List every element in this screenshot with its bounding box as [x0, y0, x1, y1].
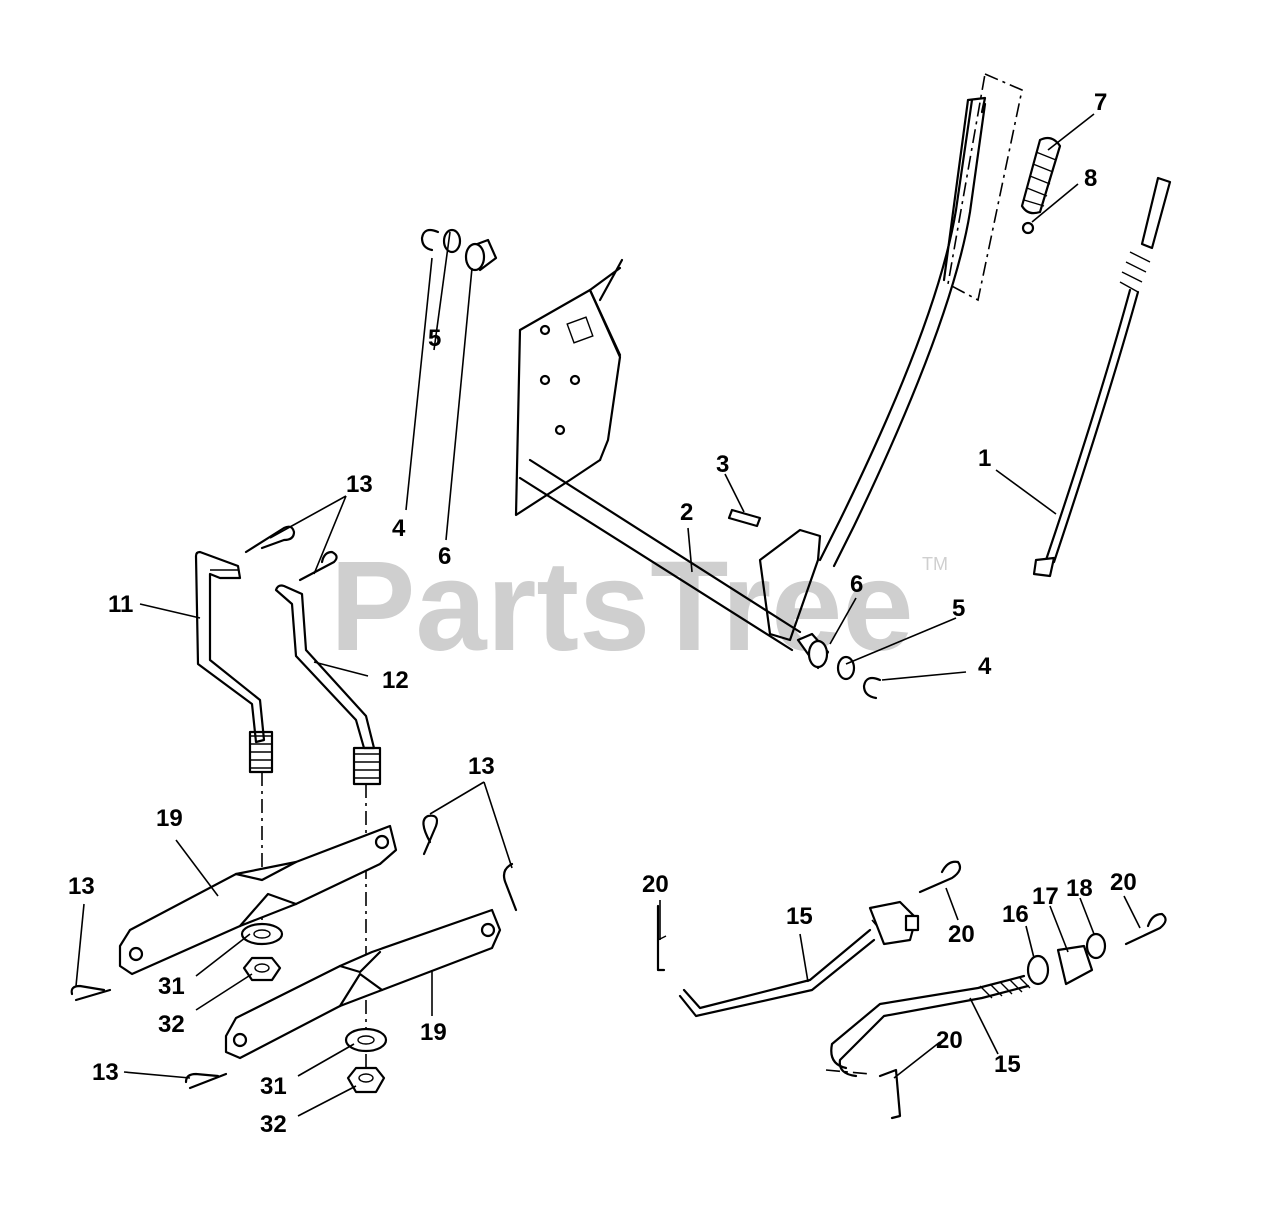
callout-13d: 13	[92, 1059, 119, 1086]
part-20-clip-b[interactable]	[1124, 912, 1167, 946]
part-1-cable[interactable]	[1032, 176, 1172, 578]
part-4-clip-lower[interactable]	[862, 676, 882, 700]
callout-20a: 20	[642, 871, 669, 898]
watermark-trademark: TM	[922, 554, 948, 574]
part-8-ferrule[interactable]	[1021, 221, 1035, 235]
callout-15a: 15	[786, 903, 813, 930]
part-32-nut-b[interactable]	[346, 1066, 386, 1094]
part-5-washer-upper[interactable]	[442, 228, 462, 254]
callout-5b: 5	[952, 595, 965, 622]
part-5-washer-lower[interactable]	[836, 655, 856, 681]
callout-19b: 19	[420, 1019, 447, 1046]
callout-31b: 31	[260, 1073, 287, 1100]
part-32-nut-a[interactable]	[242, 956, 282, 982]
callout-5a: 5	[428, 325, 441, 352]
callout-labels: 7 8 1 5 4 6 3 2 13 11 12 6 5 4 13 19 13 …	[68, 89, 1137, 1138]
part-13-clip-upper-b[interactable]	[298, 550, 338, 582]
part-4-clip-upper[interactable]	[420, 228, 440, 252]
part-11-lift-rod[interactable]	[194, 550, 274, 774]
part-13-clip-lowleft-a[interactable]	[70, 984, 112, 1002]
part-19-lever-upper[interactable]	[118, 824, 398, 976]
callout-15b: 15	[994, 1051, 1021, 1078]
callout-31a: 31	[158, 973, 185, 1000]
part-2-shaft[interactable]	[518, 458, 802, 652]
part-18-washer[interactable]	[1085, 932, 1107, 960]
callout-20c: 20	[1110, 869, 1137, 896]
callout-12: 12	[382, 667, 409, 694]
frame-tab-right	[878, 1068, 902, 1120]
callout-17: 17	[1032, 883, 1059, 910]
callout-13c: 13	[68, 873, 95, 900]
part-13-clip-mid-b[interactable]	[502, 862, 518, 912]
callout-6a: 6	[438, 543, 451, 570]
part-19-lever-lower[interactable]	[224, 908, 502, 1060]
callout-4b: 4	[978, 653, 992, 680]
frame-bracket	[514, 258, 624, 517]
callout-19a: 19	[156, 805, 183, 832]
callout-8: 8	[1084, 165, 1097, 192]
part-13-clip-mid-a[interactable]	[422, 814, 439, 856]
callout-4a: 4	[392, 515, 406, 542]
callout-32b: 32	[260, 1111, 287, 1138]
callout-20d: 20	[936, 1027, 963, 1054]
callout-2: 2	[680, 499, 693, 526]
handle-housing	[942, 72, 1023, 302]
part-20-clip-a[interactable]	[918, 860, 962, 894]
lift-handle	[758, 98, 987, 642]
part-13-clip-lowleft-b[interactable]	[184, 1072, 228, 1090]
part-15-rod-lower[interactable]	[825, 974, 1031, 1078]
callout-1: 1	[978, 445, 991, 472]
leader-lines	[75, 113, 1141, 1117]
part-6-bushing-upper[interactable]	[464, 238, 498, 272]
part-17-block[interactable]	[1056, 944, 1094, 986]
callout-32a: 32	[158, 1011, 185, 1038]
part-13-clip-upper-a[interactable]	[244, 525, 296, 554]
part-15-rod-upper[interactable]	[678, 900, 920, 1018]
callout-3: 3	[716, 451, 729, 478]
part-16-nut[interactable]	[1026, 954, 1050, 986]
part-6-bushing-lower[interactable]	[796, 632, 830, 670]
part-12-lift-rod[interactable]	[274, 584, 382, 786]
callout-16: 16	[1002, 901, 1029, 928]
callout-18: 18	[1066, 875, 1093, 902]
part-7-grip[interactable]	[1020, 136, 1062, 215]
callout-6b: 6	[850, 571, 863, 598]
callout-13a: 13	[346, 471, 373, 498]
callout-20b: 20	[948, 921, 975, 948]
part-31-washer-a[interactable]	[240, 922, 284, 946]
part-31-washer-b[interactable]	[344, 1027, 388, 1053]
callout-7: 7	[1094, 89, 1107, 116]
callout-11: 11	[108, 591, 133, 618]
part-3-pin[interactable]	[727, 508, 762, 528]
callout-13b: 13	[468, 753, 495, 780]
